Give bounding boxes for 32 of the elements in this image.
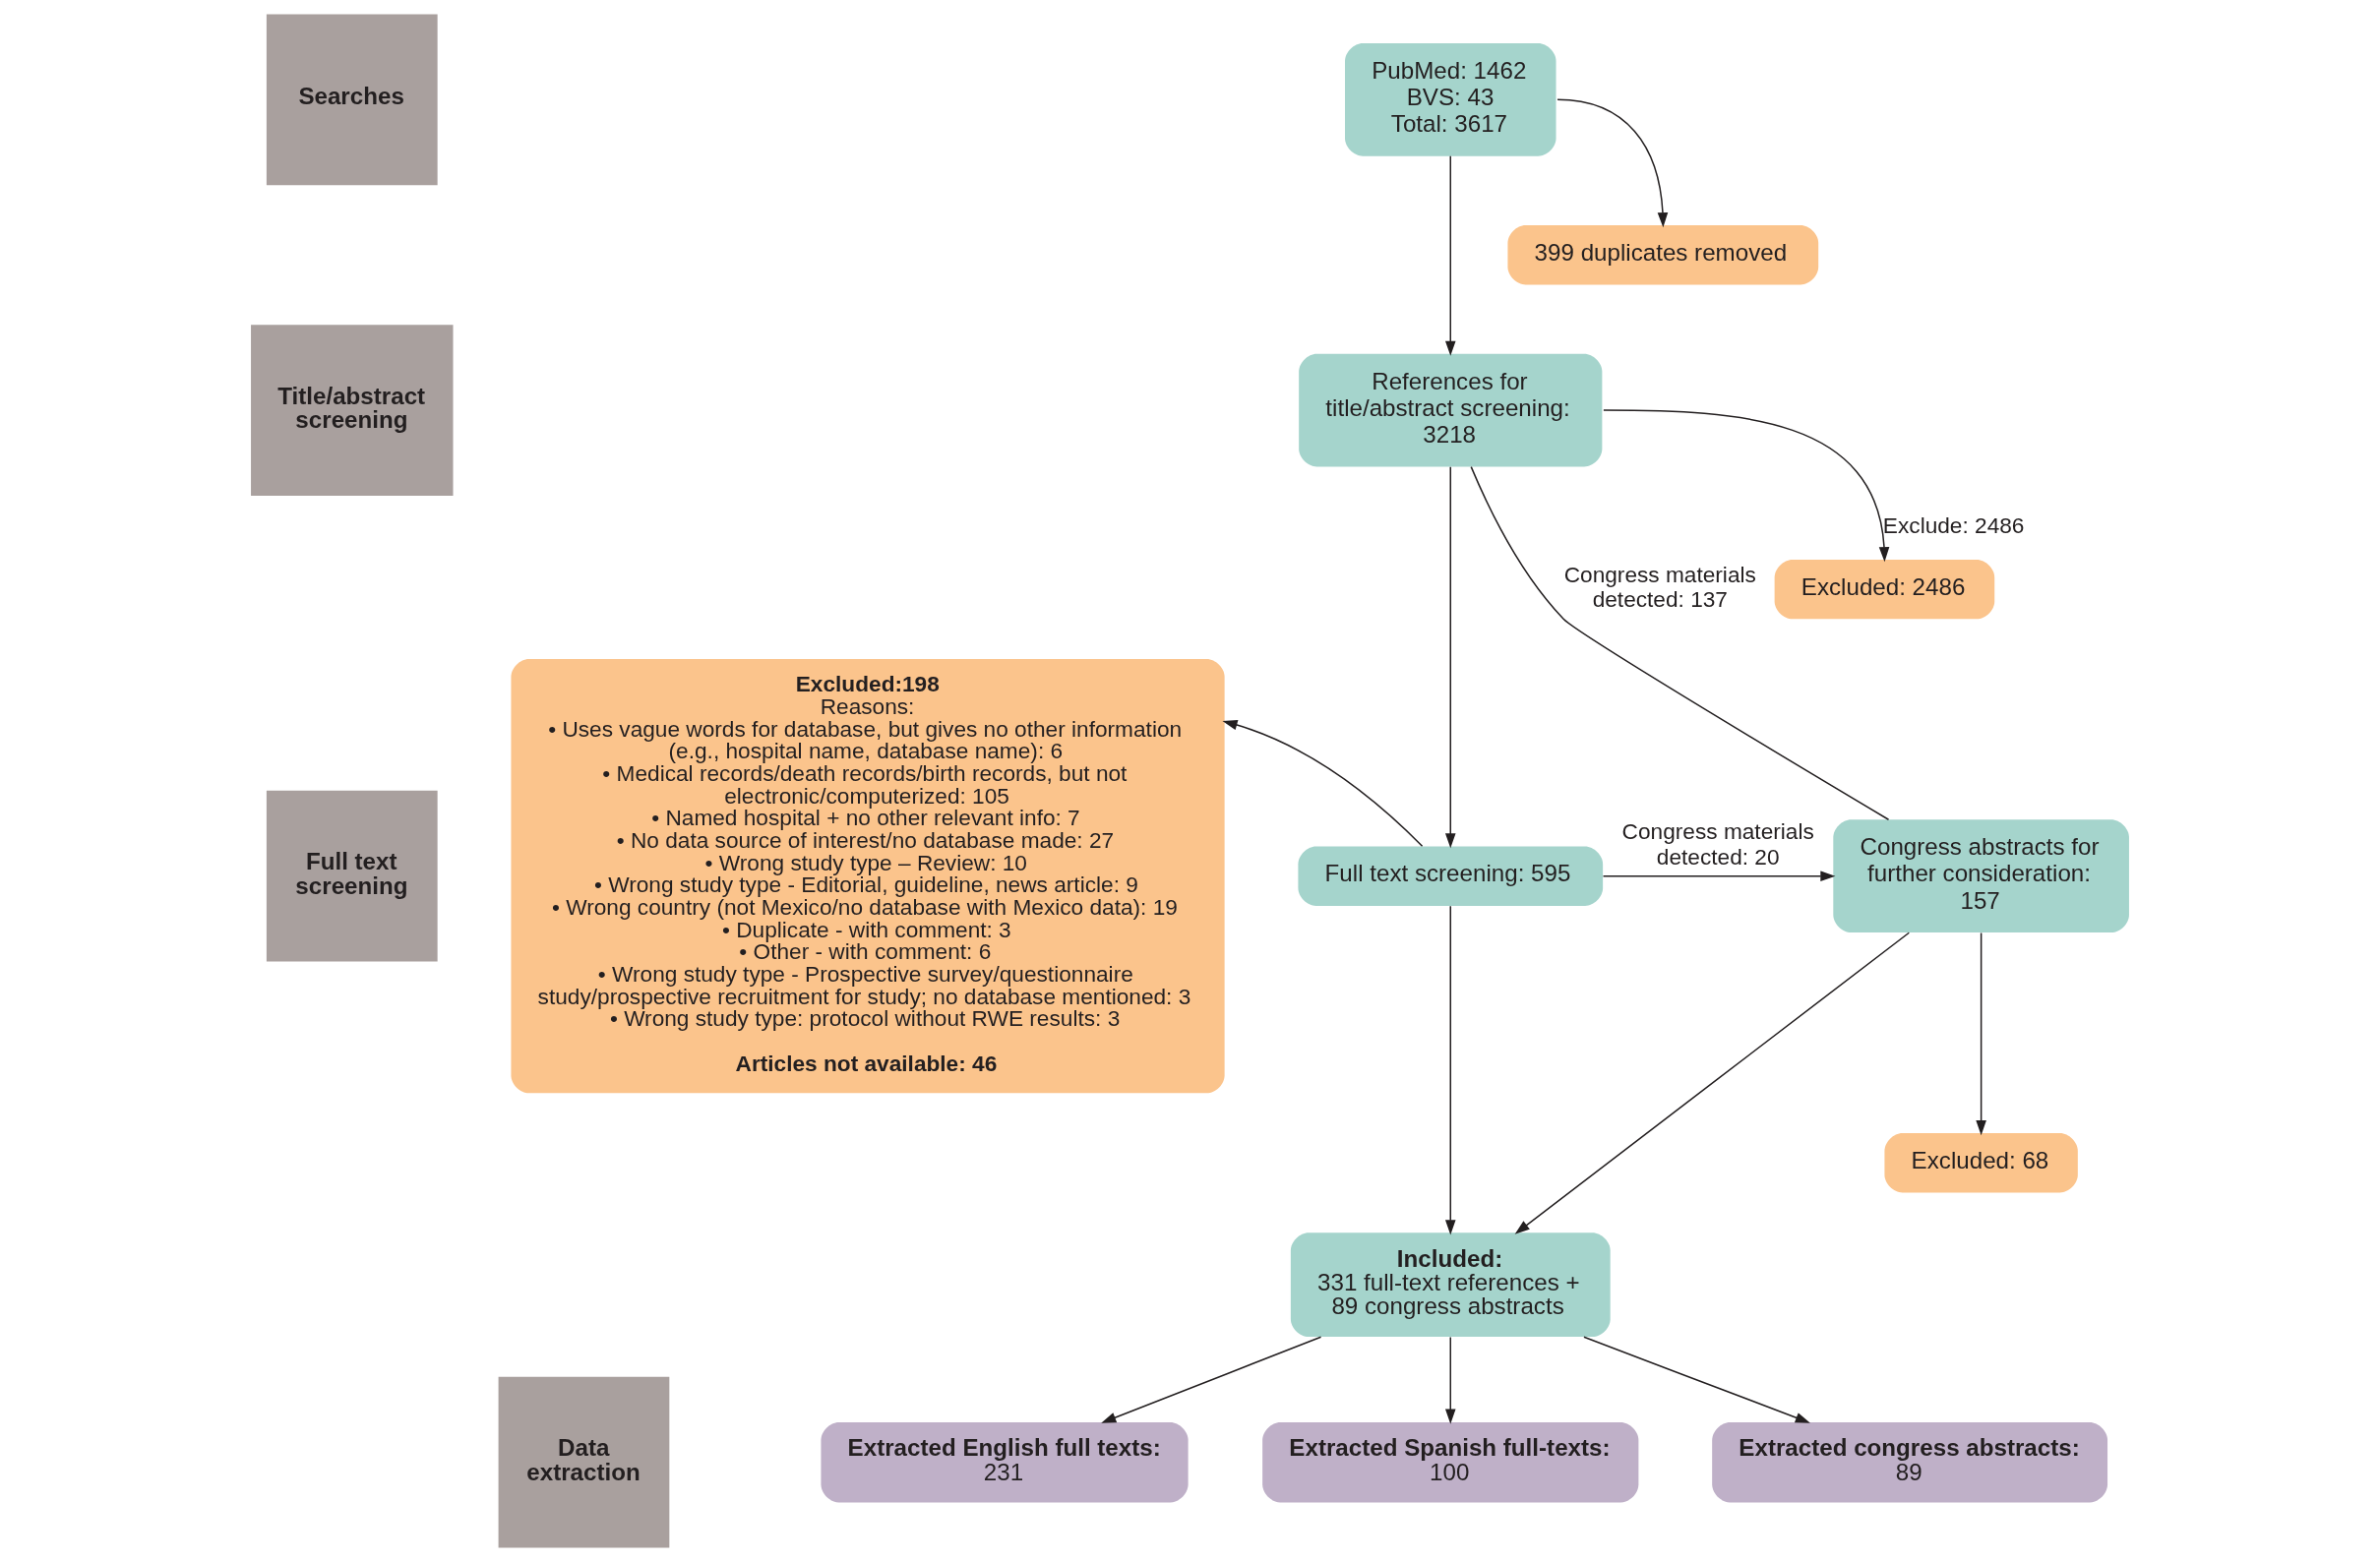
- edge-label: Congress materials detected: 20: [1621, 817, 1814, 870]
- arrow: [1976, 931, 1986, 1136]
- arrow: [1444, 1336, 1456, 1424]
- arrow: [1444, 154, 1456, 356]
- node-box: Excluded: 2486: [1774, 559, 1995, 620]
- node-box: Extracted English full texts: 231: [821, 1421, 1189, 1503]
- arrow: [1444, 905, 1456, 1235]
- arrow: [1101, 1336, 1322, 1423]
- arrow: [1444, 466, 1456, 849]
- arrow: [1514, 931, 1911, 1234]
- connector: [1470, 465, 1890, 820]
- node-box: Data extraction: [498, 1376, 670, 1548]
- node-box: Extracted Spanish full-texts: 100: [1262, 1421, 1639, 1503]
- arrow: [1222, 719, 1424, 847]
- node-box: Full text screening: 595: [1298, 846, 1604, 906]
- arrow: [1556, 98, 1669, 228]
- node-box: References for title/abstract screening: 3218: [1299, 353, 1603, 467]
- node-box: Excluded:198 Reasons: • Uses vague words for database, but gives no other information (e.g., hospital name, database name): 6 • Medical records/death records/birth records, but not electronic/computerized: 105 • Named hospital + no other relevant info: 7 • No data source of interest/no database made: 27 • Wrong study type – Review: 10 • Wrong study type - Editorial, guideline, news article: 9 • Wrong country (not Mexico/no database with Mexico data): 19 • Duplicate - with comment: 3 • Other - with comment: 6 • Wrong study type - Prospective survey/questionnaire study/prospective recruitment for study; no database mentioned: 3 • Wrong study type: protocol without RWE results: 3 Articles not available: 46: [511, 659, 1225, 1094]
- edge-label: Congress materials detected: 137: [1563, 561, 1756, 613]
- arrow: [1603, 409, 1890, 563]
- node-box: PubMed: 1462 BVS: 43 Total: 3617: [1345, 42, 1556, 156]
- node-box: Congress abstracts for further consideration: 157: [1833, 819, 2129, 933]
- arrow: [1583, 1336, 1810, 1423]
- node-box: Title/abstract screening: [251, 325, 454, 496]
- node-box: Included: 331 full-text references + 89 congress abstracts: [1290, 1232, 1611, 1338]
- node-box: Full text screening: [266, 790, 438, 962]
- arrow: [1602, 871, 1836, 881]
- node-box: Excluded: 68: [1884, 1133, 2078, 1193]
- node-box: Extracted congress abstracts: 89: [1712, 1421, 2108, 1503]
- node-box: Searches: [266, 14, 438, 186]
- node-box: 399 duplicates removed: [1507, 224, 1819, 285]
- edge-label: Exclude: 2486: [1882, 511, 2025, 538]
